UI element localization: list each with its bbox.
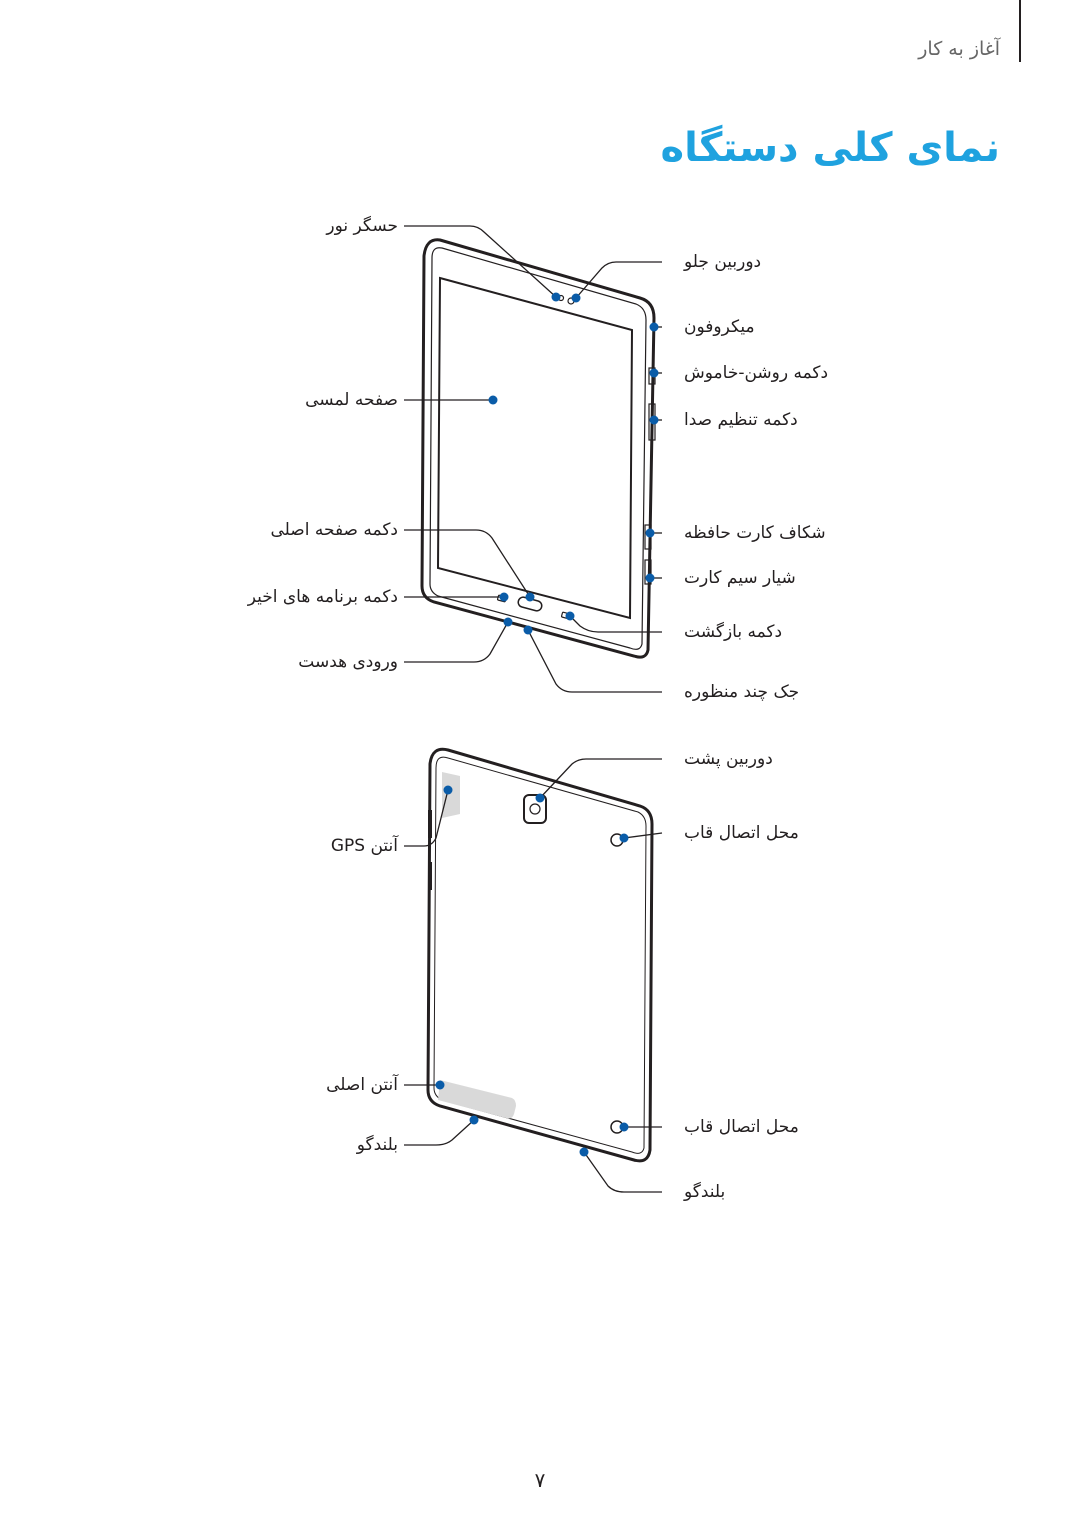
leader-speaker-left	[404, 1119, 475, 1146]
sim-slot-shape	[644, 559, 652, 585]
label-gps-antenna: آنتن GPS	[330, 836, 398, 856]
gps-antenna-panel	[442, 772, 460, 818]
main-antenna-panel	[438, 1080, 516, 1119]
front-tablet-bezel	[429, 247, 647, 650]
label-cover-hole-top: محل اتصال قاب	[684, 823, 799, 843]
label-volume-button: دکمه تنظیم صدا	[684, 410, 798, 430]
label-main-antenna: آنتن اصلی	[326, 1075, 398, 1095]
label-home-button: دکمه صفحه اصلی	[270, 520, 399, 540]
label-rear-camera: دوربین پشت	[684, 749, 773, 769]
label-touchscreen: صفحه لمسی	[305, 390, 398, 410]
leader-speaker-right	[583, 1151, 662, 1193]
label-speaker-left: بلندگو	[356, 1135, 398, 1155]
leader-back	[569, 615, 662, 633]
back-tablet-body	[426, 747, 654, 1163]
page-number: ۷	[534, 1468, 546, 1492]
label-recent-apps-button: دکمه برنامه های اخیر	[247, 587, 398, 607]
label-multipurpose-jack: جک چند منظوره	[684, 682, 800, 702]
back-tablet-inner	[433, 756, 647, 1154]
label-light-sensor: حسگر نور	[326, 216, 398, 236]
leader-gps	[404, 789, 449, 847]
label-memory-card-slot: شکاف کارت حافظه	[684, 523, 826, 543]
leader-light-sensor	[404, 225, 557, 298]
label-headset-jack: ورودی هدست	[298, 652, 398, 672]
page-title: نمای کلی دستگاه	[660, 125, 1000, 171]
label-speaker-right: بلندگو	[684, 1182, 726, 1202]
label-microphone: میکروفون	[684, 317, 755, 337]
label-power-button: دکمه روشن-خاموش	[684, 363, 829, 383]
leader-rear-camera	[539, 758, 662, 799]
leader-front-camera	[575, 261, 662, 299]
front-touchscreen	[436, 276, 634, 620]
header-rule	[1019, 0, 1021, 62]
leader-home	[404, 529, 531, 598]
label-front-camera: دوربین جلو	[684, 252, 762, 272]
section-header: آغاز به کار	[918, 38, 1000, 60]
label-cover-hole-bottom: محل اتصال قاب	[684, 1117, 799, 1137]
leader-headset	[404, 621, 509, 663]
front-tablet-body	[420, 238, 656, 659]
label-sim-card-tray: شیار سیم کارت	[684, 568, 796, 588]
rear-camera-shape	[523, 794, 547, 824]
label-back-button: دکمه بازگشت	[684, 622, 783, 642]
leader-cover-top	[623, 832, 663, 839]
leader-multipurpose	[527, 629, 662, 693]
